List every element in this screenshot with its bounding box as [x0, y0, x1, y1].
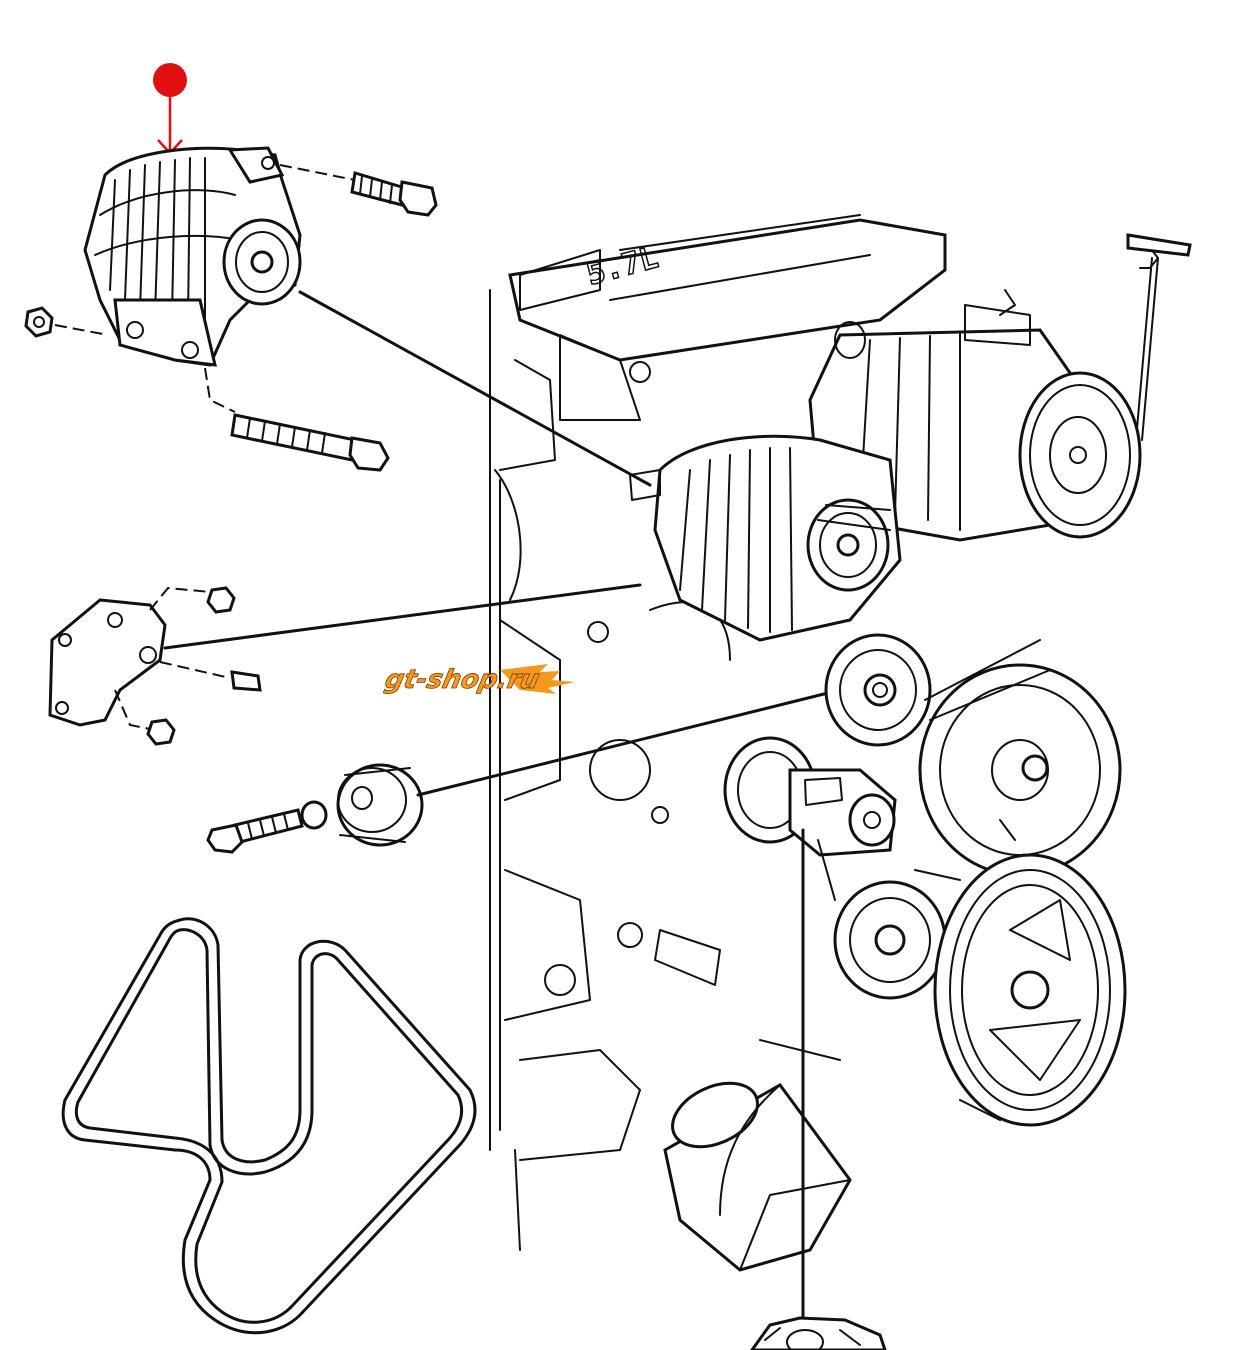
idler-pulley-icon[interactable] [336, 763, 424, 847]
leader-line-alternator [298, 290, 652, 487]
bracket-icon[interactable] [48, 586, 231, 731]
alternator-nut-icon[interactable] [24, 306, 109, 338]
pulley-bolt-icon[interactable] [206, 808, 304, 854]
selection-marker [153, 63, 187, 155]
bracket-nut-bottom-icon[interactable] [146, 718, 176, 746]
alternator-icon[interactable] [83, 146, 302, 367]
leader-line-bracket [163, 583, 642, 650]
watermark-logo: gt-shop.ru [382, 664, 575, 695]
belt-tensioner-icon[interactable] [750, 1316, 887, 1350]
serpentine-belt-icon[interactable] [61, 917, 477, 1335]
alternator-bolt-lower-icon[interactable] [204, 367, 390, 472]
leader-line-pulley [416, 690, 834, 797]
pulley-spacer-icon[interactable] [300, 800, 328, 830]
marker-dot [153, 63, 187, 97]
alternator-bolt-upper-icon[interactable] [279, 164, 438, 217]
watermark-text: gt-shop.ru [382, 665, 542, 695]
bracket-bolt-icon[interactable] [230, 670, 262, 692]
bracket-nut-top-icon[interactable] [206, 586, 236, 614]
engine-assembly-icon: 5.7L [489, 214, 1192, 1272]
